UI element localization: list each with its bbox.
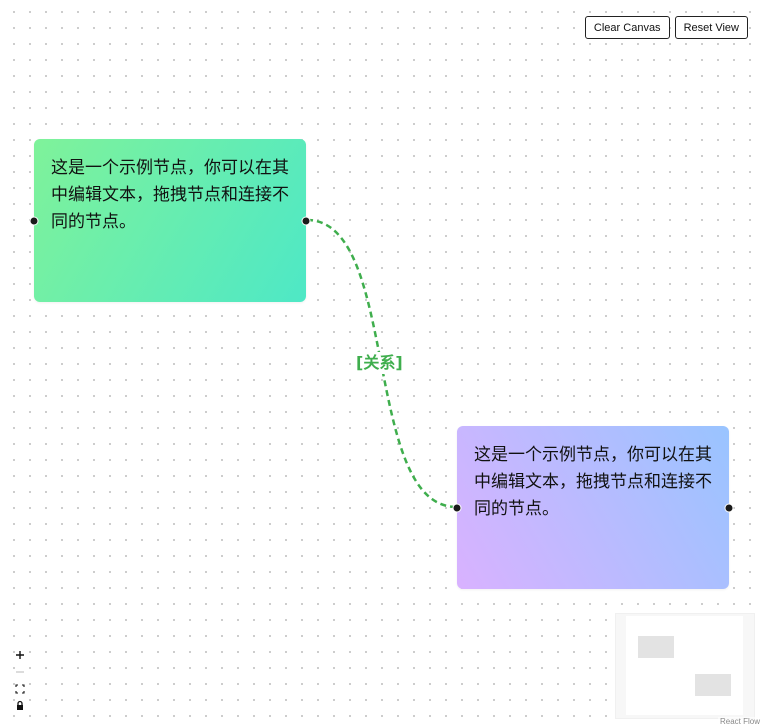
node-target-handle[interactable] xyxy=(452,503,462,512)
minimap-viewport xyxy=(626,616,743,715)
flow-node-1[interactable]: 这是一个示例节点，你可以在其中编辑文本，拖拽节点和连接不同的节点。 xyxy=(29,139,311,302)
reset-view-button[interactable]: Reset View xyxy=(674,16,748,39)
node-source-handle[interactable] xyxy=(301,216,311,225)
node-target-handle[interactable] xyxy=(29,216,39,225)
fit-view-icon[interactable] xyxy=(10,680,30,697)
toolbar: Clear Canvas Reset View xyxy=(584,16,748,39)
zoom-controls xyxy=(10,646,30,714)
minimap-node xyxy=(638,636,674,658)
minimap[interactable] xyxy=(615,613,755,719)
lock-icon[interactable] xyxy=(10,697,30,714)
minimap-node xyxy=(695,674,731,696)
edge-label[interactable]: [关系] xyxy=(355,352,404,374)
node-text[interactable]: 这是一个示例节点，你可以在其中编辑文本，拖拽节点和连接不同的节点。 xyxy=(474,445,712,519)
node-source-handle[interactable] xyxy=(724,503,734,512)
flow-node-2[interactable]: 这是一个示例节点，你可以在其中编辑文本，拖拽节点和连接不同的节点。 xyxy=(452,426,734,589)
clear-canvas-button[interactable]: Clear Canvas xyxy=(584,16,670,39)
plus-icon[interactable] xyxy=(10,646,30,663)
node-text[interactable]: 这是一个示例节点，你可以在其中编辑文本，拖拽节点和连接不同的节点。 xyxy=(51,158,289,232)
minus-icon[interactable] xyxy=(10,663,30,680)
attribution-link[interactable]: React Flow xyxy=(717,717,762,726)
